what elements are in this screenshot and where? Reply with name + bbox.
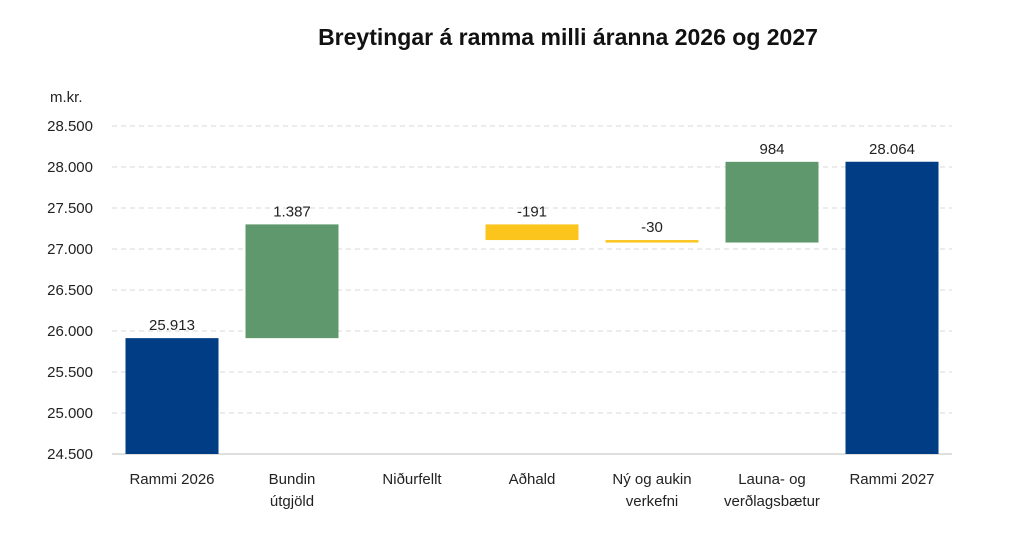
data-label: 25.913 xyxy=(149,317,195,334)
x-category-label: Aðhald xyxy=(509,471,556,488)
y-tick-label: 26.000 xyxy=(47,323,93,340)
bar-decrease xyxy=(605,240,699,243)
bar-total xyxy=(845,161,939,454)
y-tick-label: 28.500 xyxy=(47,118,93,135)
data-label: 1.387 xyxy=(273,203,311,220)
y-tick-label: 26.500 xyxy=(47,282,93,299)
y-tick-label: 25.000 xyxy=(47,405,93,422)
x-category-label: verkefni xyxy=(626,493,679,510)
y-tick-label: 25.500 xyxy=(47,364,93,381)
chart-title: Breytingar á ramma milli áranna 2026 og … xyxy=(318,24,818,50)
x-category-label: útgjöld xyxy=(270,493,314,510)
x-category-label: Ný og aukin xyxy=(612,471,691,488)
y-tick-label: 27.000 xyxy=(47,241,93,258)
x-category-label: Launa- og xyxy=(738,471,806,488)
data-label: -191 xyxy=(517,203,547,220)
bar-increase xyxy=(245,224,339,339)
y-tick-label: 27.500 xyxy=(47,200,93,217)
x-category-label: verðlagsbætur xyxy=(724,493,820,510)
bar-total xyxy=(125,338,219,454)
x-category-label: Niðurfellt xyxy=(382,471,442,488)
y-axis-unit-label: m.kr. xyxy=(50,89,83,106)
x-category-label: Rammi 2026 xyxy=(129,471,214,488)
y-tick-label: 24.500 xyxy=(47,446,93,463)
data-label: 984 xyxy=(759,141,784,158)
x-category-label: Rammi 2027 xyxy=(849,471,934,488)
data-label: -30 xyxy=(641,219,663,236)
x-category-label: Bundin xyxy=(269,471,316,488)
bar-decrease xyxy=(485,224,579,241)
y-tick-label: 28.000 xyxy=(47,159,93,176)
bar-increase xyxy=(725,161,819,243)
data-label: 28.064 xyxy=(869,141,915,158)
